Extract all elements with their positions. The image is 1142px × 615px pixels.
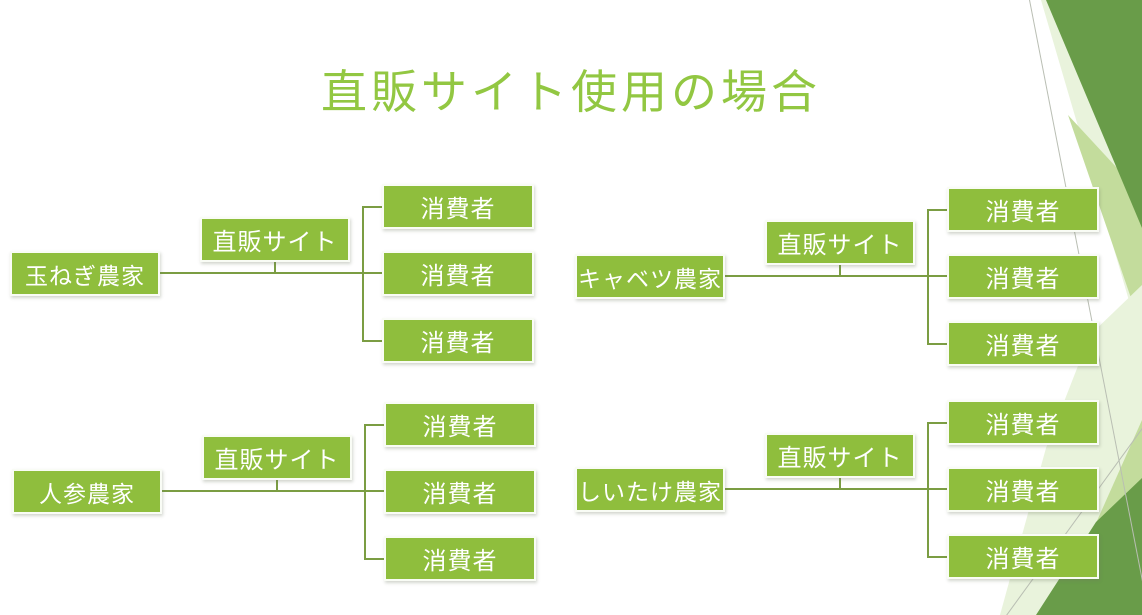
connector-main-line bbox=[723, 488, 947, 490]
site-box: 直販サイト bbox=[200, 217, 350, 262]
consumer-box: 消費者 bbox=[382, 184, 534, 229]
consumer-box: 消費者 bbox=[384, 536, 536, 581]
connector-trunk-line bbox=[927, 422, 929, 558]
connector-stub-bottom bbox=[927, 556, 947, 558]
connector-stub-top bbox=[362, 206, 382, 208]
tree-bottom-right: しいたけ農家 直販サイト 消費者 消費者 消費者 bbox=[575, 400, 1105, 600]
tree-bottom-left: 人参農家 直販サイト 消費者 消費者 消費者 bbox=[12, 402, 542, 602]
connector-stub-bottom bbox=[364, 558, 384, 560]
site-box: 直販サイト bbox=[765, 433, 915, 478]
connector-site-tick bbox=[839, 263, 841, 277]
farmer-box: しいたけ農家 bbox=[575, 467, 725, 512]
tree-top-left: 玉ねぎ農家 直販サイト 消費者 消費者 消費者 bbox=[10, 184, 540, 384]
farmer-box: 玉ねぎ農家 bbox=[10, 251, 160, 296]
connector-stub-top bbox=[927, 209, 947, 211]
consumer-box: 消費者 bbox=[947, 467, 1099, 512]
site-box: 直販サイト bbox=[202, 435, 352, 480]
connector-trunk-line bbox=[927, 209, 929, 345]
consumer-box: 消費者 bbox=[384, 402, 536, 447]
farmer-box: キャベツ農家 bbox=[575, 254, 725, 299]
connector-trunk-line bbox=[364, 424, 366, 560]
consumer-box: 消費者 bbox=[947, 534, 1099, 579]
connector-stub-bottom bbox=[362, 340, 382, 342]
consumer-box: 消費者 bbox=[947, 187, 1099, 232]
farmer-box: 人参農家 bbox=[12, 469, 162, 514]
connector-trunk-line bbox=[362, 206, 364, 342]
tree-top-right: キャベツ農家 直販サイト 消費者 消費者 消費者 bbox=[575, 187, 1105, 387]
consumer-box: 消費者 bbox=[947, 400, 1099, 445]
connector-stub-top bbox=[927, 422, 947, 424]
connector-stub-bottom bbox=[927, 343, 947, 345]
consumer-box: 消費者 bbox=[382, 318, 534, 363]
connector-site-tick bbox=[839, 476, 841, 490]
consumer-box: 消費者 bbox=[384, 469, 536, 514]
connector-main-line bbox=[160, 490, 384, 492]
site-box: 直販サイト bbox=[765, 220, 915, 265]
connector-stub-top bbox=[364, 424, 384, 426]
connector-main-line bbox=[723, 275, 947, 277]
consumer-box: 消費者 bbox=[382, 251, 534, 296]
slide-title: 直販サイト使用の場合 bbox=[321, 66, 821, 118]
connector-site-tick bbox=[276, 478, 278, 492]
consumer-box: 消費者 bbox=[947, 321, 1099, 366]
connector-site-tick bbox=[274, 260, 276, 274]
connector-main-line bbox=[158, 272, 382, 274]
consumer-box: 消費者 bbox=[947, 254, 1099, 299]
